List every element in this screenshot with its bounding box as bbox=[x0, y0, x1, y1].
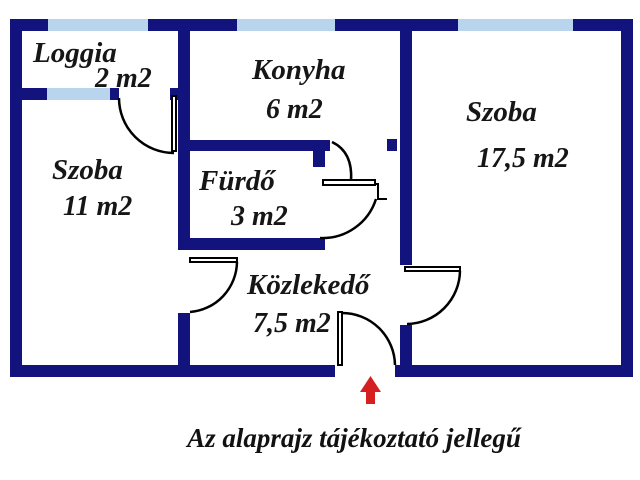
wall-kitchen-door-jamb bbox=[387, 139, 397, 151]
door-leaf-kitchen bbox=[322, 179, 376, 186]
room-label-bath: Fürdő bbox=[198, 165, 276, 197]
room-label-room-big: Szoba bbox=[466, 96, 537, 128]
room-label-hall: Közlekedő bbox=[246, 269, 371, 301]
room-label-kitchen: Konyha bbox=[251, 54, 345, 86]
door-leaf-room-small bbox=[189, 257, 238, 263]
door-leaf-room-big bbox=[404, 266, 461, 272]
wall-b-upper bbox=[400, 19, 412, 265]
doors bbox=[117, 95, 462, 366]
wall-left bbox=[10, 19, 22, 377]
room-label-room-small: Szoba bbox=[52, 154, 123, 186]
door-leaf-entrance bbox=[337, 311, 343, 366]
room-area-room-big: 17,5 m2 bbox=[477, 143, 569, 174]
room-area-kitchen: 6 m2 bbox=[266, 94, 323, 125]
window-room-top bbox=[458, 19, 573, 31]
wall-loggia-bottom-left bbox=[10, 88, 47, 100]
room-area-loggia: 2 m2 bbox=[94, 63, 152, 94]
wall-bottom-right bbox=[395, 365, 633, 377]
walls bbox=[10, 19, 633, 377]
room-area-bath: 3 m2 bbox=[230, 201, 288, 232]
door-arc-bath bbox=[319, 198, 378, 240]
door-arc-room-big bbox=[406, 270, 462, 326]
door-arc-kitchen bbox=[331, 140, 353, 182]
entrance-arrow-icon bbox=[360, 376, 381, 404]
room-area-room-small: 11 m2 bbox=[63, 191, 132, 222]
window-loggia-inner bbox=[47, 88, 110, 100]
window-kitchen-top bbox=[237, 19, 335, 31]
door-arc-entrance bbox=[341, 311, 397, 366]
wall-loggia-bottom-right bbox=[170, 88, 180, 100]
room-label-loggia: Loggia bbox=[32, 37, 117, 69]
caption: Az alaprajz tájékoztató jellegű bbox=[185, 423, 522, 453]
room-labels: Loggia 2 m2 Konyha 6 m2 Szoba 17,5 m2 Sz… bbox=[32, 37, 569, 339]
wall-bath-bottom bbox=[178, 238, 325, 250]
wall-b-lower bbox=[400, 325, 412, 377]
wall-bottom-left bbox=[10, 365, 335, 377]
wall-a-lower bbox=[178, 313, 190, 377]
door-arc-loggia bbox=[117, 97, 175, 155]
room-area-hall: 7,5 m2 bbox=[253, 308, 331, 339]
wall-a-upper bbox=[178, 19, 190, 250]
wall-kitchen-bottom bbox=[178, 140, 330, 151]
window-loggia-top bbox=[48, 19, 148, 31]
wall-loggia-door-jamb bbox=[110, 88, 119, 100]
windows bbox=[47, 19, 573, 100]
door-jamb-line bbox=[375, 183, 387, 200]
door-leaf-loggia bbox=[171, 95, 177, 152]
wall-right bbox=[621, 19, 633, 377]
wall-bath-right-stub bbox=[313, 151, 325, 167]
door-arc-room-small bbox=[189, 261, 239, 314]
